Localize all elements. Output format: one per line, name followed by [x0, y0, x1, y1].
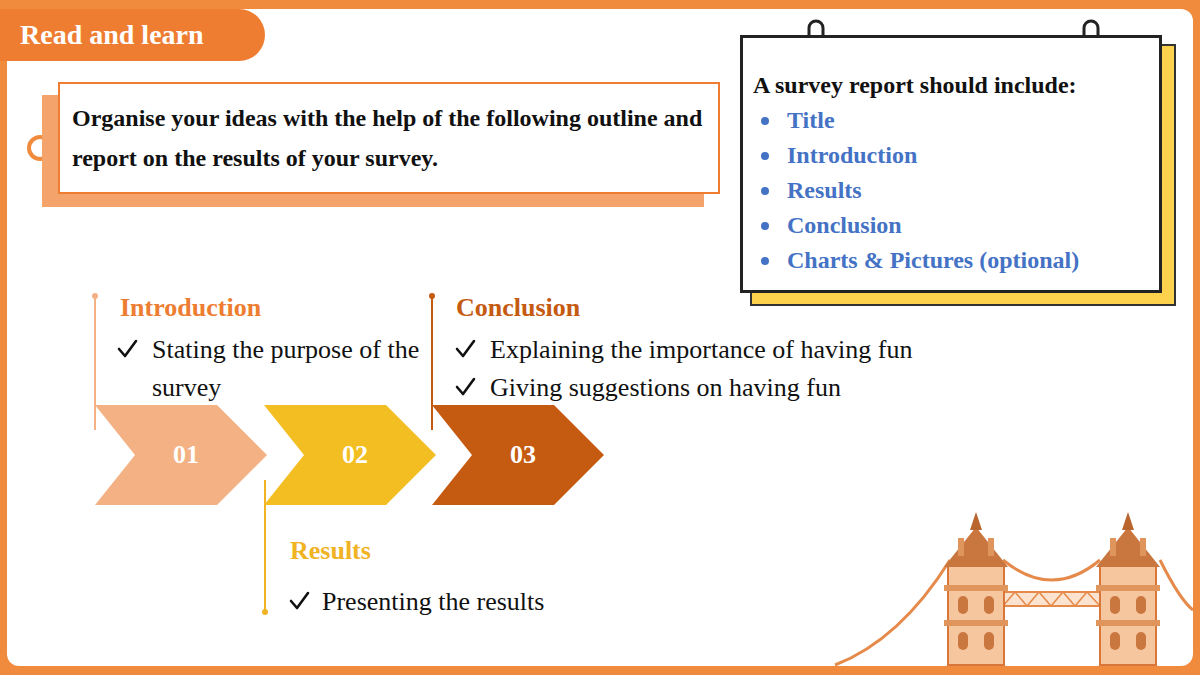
step-item: Stating the purpose of the survey	[152, 331, 422, 407]
step-number: 01	[173, 440, 199, 470]
leader-line	[94, 296, 96, 430]
instruction-box: Organise your ideas with the help of the…	[58, 82, 720, 194]
list-item: Charts & Pictures (optional)	[787, 243, 1151, 278]
bullet-row: Conclusion	[753, 208, 1151, 243]
step-heading: Results	[290, 534, 570, 568]
arrow-fill	[432, 405, 604, 505]
list-item: Conclusion	[787, 208, 1151, 243]
bullet-dot	[761, 187, 769, 195]
instruction-text: Organise your ideas with the help of the…	[72, 98, 706, 178]
leader-dot	[262, 609, 268, 615]
step-item: Explaining the importance of having fun	[490, 333, 1050, 367]
bullet-dot	[761, 222, 769, 230]
bullet-dot	[761, 257, 769, 265]
bullet-dot	[761, 117, 769, 125]
section-tab: Read and learn	[0, 9, 265, 61]
arrow-fill	[264, 405, 436, 505]
leader-dot	[92, 293, 98, 299]
step-item: Presenting the results	[322, 585, 702, 619]
leader-dot	[429, 293, 435, 299]
check-mark	[457, 341, 474, 356]
bullet-dot	[761, 152, 769, 160]
step-number: 03	[510, 440, 536, 470]
list-item: Results	[787, 173, 1151, 208]
step-heading: Conclusion	[456, 291, 856, 325]
step-arrow: 02	[264, 405, 436, 505]
step-heading: Introduction	[120, 291, 400, 325]
note-heading: A survey report should include:	[753, 68, 1151, 103]
note-card: A survey report should include:TitleIntr…	[740, 35, 1162, 293]
leader-line	[431, 296, 433, 430]
bullet-row: Results	[753, 173, 1151, 208]
check-mark	[457, 379, 474, 394]
arrow-fill	[95, 405, 267, 505]
tab-title: Read and learn	[20, 9, 265, 61]
bullet-row: Charts & Pictures (optional)	[753, 243, 1151, 278]
list-item: Introduction	[787, 138, 1151, 173]
page-ground	[7, 9, 1193, 666]
step-arrow: 03	[432, 405, 604, 505]
leader-line	[264, 480, 266, 612]
list-item: Title	[787, 103, 1151, 138]
step-item: Giving suggestions on having fun	[490, 371, 1050, 405]
step-number: 02	[342, 440, 368, 470]
pin-circle	[29, 137, 51, 159]
bullet-row: Introduction	[753, 138, 1151, 173]
tower-bridge	[835, 512, 1193, 665]
bullet-row: Title	[753, 103, 1151, 138]
check-mark	[291, 593, 308, 608]
step-arrow: 01	[95, 405, 267, 505]
check-mark	[119, 341, 136, 356]
